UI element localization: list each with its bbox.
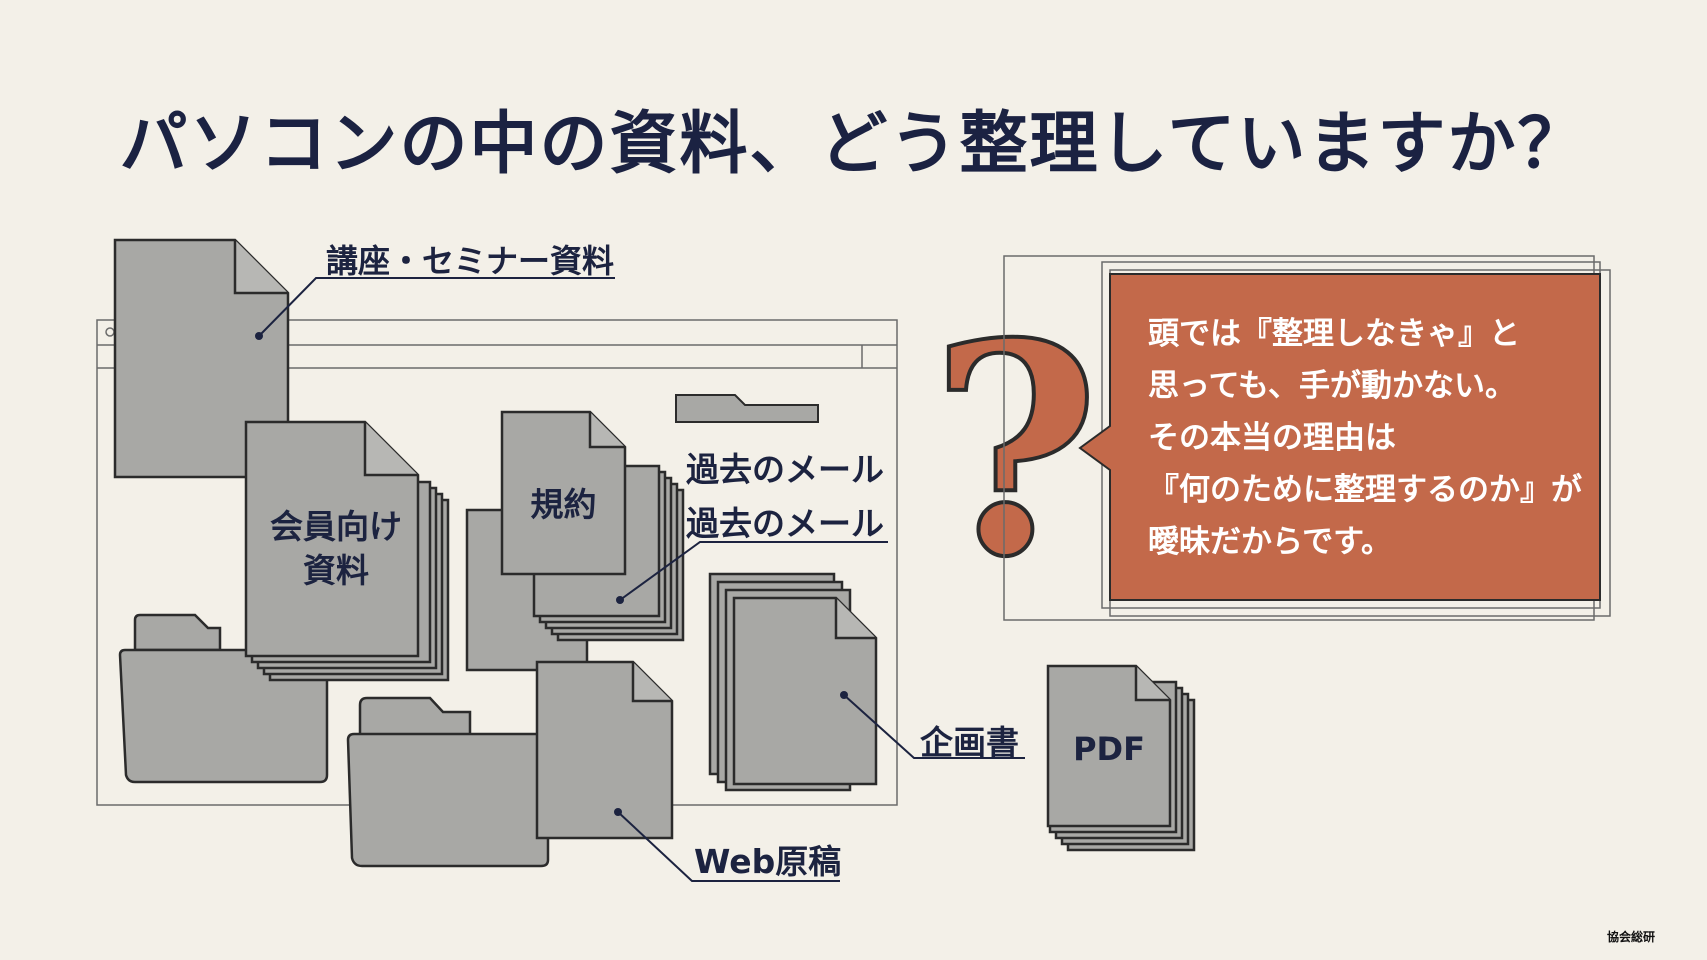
mail-label-2: 過去のメール <box>686 504 884 543</box>
callout-line: 『何のために整理するのか』が <box>1148 472 1582 508</box>
document-stack <box>244 420 450 682</box>
document-stack <box>708 572 878 792</box>
folder-tab-icon <box>675 394 819 423</box>
callout-line: 曖昧だからです。 <box>1148 524 1392 560</box>
member-doc-line1: 会員向け <box>270 507 402 546</box>
document-stack <box>1046 664 1196 852</box>
page-title: パソコンの中の資料、どう整理していますか？ <box>119 105 1588 184</box>
callout-text: 頭では『整理しなきゃ』と 思っても、手が動かない。 その本当の理由は 『何のため… <box>1148 308 1608 568</box>
seminar-label: 講座・セミナー資料 <box>326 242 615 280</box>
web-label: Web原稿 <box>694 842 842 881</box>
mail-label-1: 過去のメール <box>686 450 884 489</box>
document-icon <box>113 238 290 479</box>
callout-box <box>1003 255 1611 621</box>
callout-line: 思っても、手が動かない。 <box>1148 368 1516 404</box>
member-doc-line2: 資料 <box>303 551 369 590</box>
rules-doc-title: 規約 <box>530 485 597 524</box>
document-stack <box>500 410 685 642</box>
folder-icon <box>118 613 329 784</box>
question-mark-icon: ? <box>930 281 1100 621</box>
plan-label: 企画書 <box>920 723 1019 762</box>
callout-line: 頭では『整理しなきゃ』と <box>1148 316 1520 352</box>
credit-text: 協会総研 <box>1607 930 1656 944</box>
document-icon <box>535 660 674 840</box>
folder-icon <box>346 696 550 868</box>
pdf-doc-title: PDF <box>1073 730 1145 768</box>
callout-line: その本当の理由は <box>1148 420 1396 456</box>
member-doc-title: 会員向け 資料 <box>246 505 426 593</box>
